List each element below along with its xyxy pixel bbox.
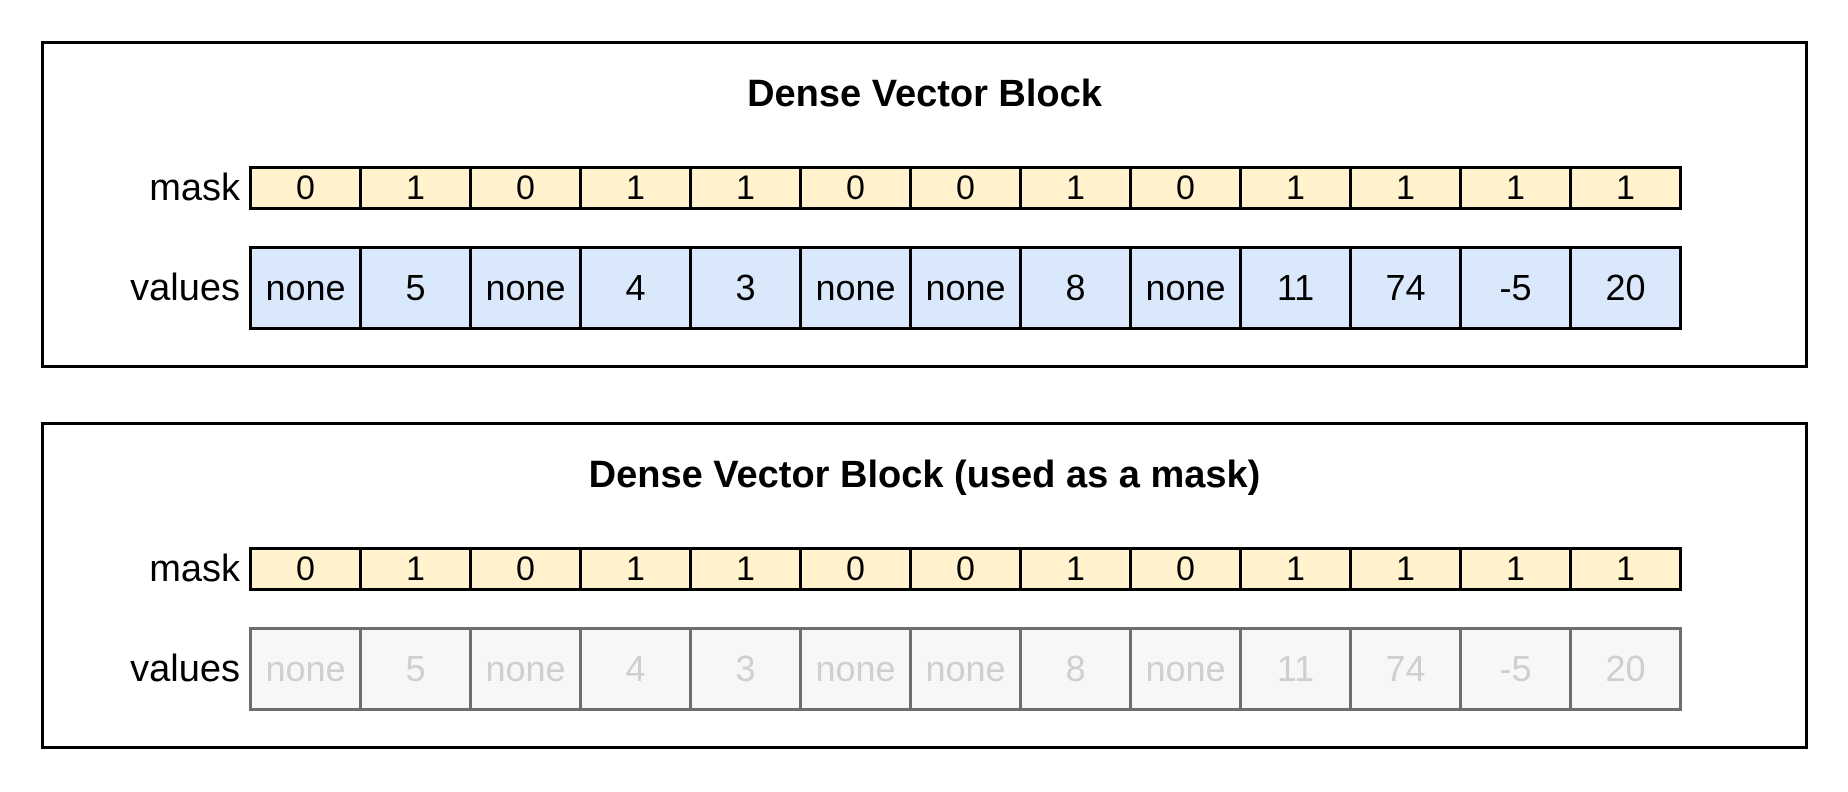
value-cell: -5: [1459, 627, 1572, 711]
mask-cell: 1: [579, 547, 692, 591]
mask-cell: 0: [249, 166, 362, 210]
mask-cell: 1: [359, 166, 472, 210]
mask-cell: 1: [1239, 547, 1352, 591]
mask-cell: 1: [1019, 547, 1132, 591]
value-cell: 11: [1239, 627, 1352, 711]
mask-cell: 0: [469, 547, 582, 591]
mask-row-label: mask: [149, 548, 240, 590]
value-cell: 8: [1019, 246, 1132, 330]
mask-cell: 1: [689, 166, 802, 210]
value-cell: none: [909, 246, 1022, 330]
mask-cell: 1: [579, 166, 692, 210]
mask-row-label: mask: [149, 167, 240, 209]
mask-cell: 0: [799, 547, 912, 591]
mask-cell: 0: [1129, 166, 1242, 210]
mask-cell: 1: [1349, 547, 1462, 591]
mask-cell: 0: [469, 166, 582, 210]
value-cell: none: [799, 627, 912, 711]
value-cell: 3: [689, 627, 802, 711]
mask-cell: 0: [909, 547, 1022, 591]
panel-title: Dense Vector Block: [747, 73, 1102, 115]
value-cell: -5: [1459, 246, 1572, 330]
mask-cell: 1: [1019, 166, 1132, 210]
mask-cell: 1: [1239, 166, 1352, 210]
values-row-label: values: [130, 267, 240, 309]
value-cell: 3: [689, 246, 802, 330]
value-cell: 11: [1239, 246, 1352, 330]
value-cell: none: [909, 627, 1022, 711]
panel-title: Dense Vector Block (used as a mask): [588, 454, 1261, 496]
value-cell: none: [1129, 627, 1242, 711]
mask-cell: 1: [1349, 166, 1462, 210]
mask-cell: 1: [1459, 166, 1572, 210]
value-cell: 8: [1019, 627, 1132, 711]
mask-cell: 0: [799, 166, 912, 210]
value-cell: 20: [1569, 246, 1682, 330]
value-cell: 74: [1349, 627, 1462, 711]
mask-cell: 1: [689, 547, 802, 591]
value-cell: 74: [1349, 246, 1462, 330]
mask-cell: 1: [1459, 547, 1572, 591]
value-cell: 20: [1569, 627, 1682, 711]
value-cell: 4: [579, 246, 692, 330]
value-cell: none: [469, 246, 582, 330]
value-cell: 5: [359, 246, 472, 330]
mask-cell: 1: [1569, 547, 1682, 591]
value-cell: 4: [579, 627, 692, 711]
value-cell: 5: [359, 627, 472, 711]
values-row-label: values: [130, 648, 240, 690]
value-cell: none: [249, 627, 362, 711]
mask-cell: 1: [359, 547, 472, 591]
mask-cell: 0: [249, 547, 362, 591]
dense-vector-block-mask-panel: Dense Vector Block (used as a mask) mask…: [41, 422, 1808, 749]
value-cell: none: [799, 246, 912, 330]
mask-cell: 1: [1569, 166, 1682, 210]
value-cell: none: [1129, 246, 1242, 330]
mask-cell: 0: [909, 166, 1022, 210]
value-cell: none: [249, 246, 362, 330]
mask-cell: 0: [1129, 547, 1242, 591]
value-cell: none: [469, 627, 582, 711]
